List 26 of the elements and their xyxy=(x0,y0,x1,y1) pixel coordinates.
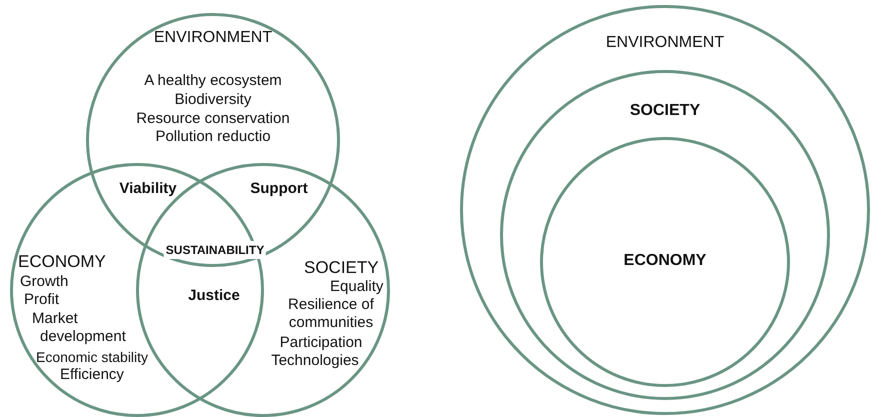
circle xyxy=(460,5,870,415)
list-item: Efficiency xyxy=(60,366,124,384)
list-item: A healthy ecosystem xyxy=(144,72,282,90)
list-item: Equality xyxy=(330,278,384,296)
circle xyxy=(500,70,830,400)
overlap-label: Support xyxy=(250,180,308,198)
overlap-label: SUSTAINABILITY xyxy=(164,241,266,259)
list-item: Technologies xyxy=(271,352,359,370)
list-item: Pollution reductio xyxy=(155,128,271,146)
overlap-label: Viability xyxy=(119,180,177,198)
overlap-label: Justice xyxy=(188,287,240,305)
heading: ECONOMY xyxy=(624,252,706,270)
circle xyxy=(540,137,790,387)
heading: ENVIRONMENT xyxy=(154,29,272,47)
heading: ECONOMY xyxy=(18,253,106,271)
list-item: Participation xyxy=(280,334,362,352)
heading: SOCIETY xyxy=(630,102,700,120)
list-item: Market development xyxy=(32,310,127,346)
heading: SOCIETY xyxy=(304,259,379,277)
heading: ENVIRONMENT xyxy=(606,34,724,52)
list-item: Resilience of communities xyxy=(287,296,375,332)
list-item: Profit xyxy=(24,291,60,309)
list-item: Biodiversity xyxy=(174,91,252,109)
list-item: Growth xyxy=(20,273,68,291)
list-item: Resource conservation xyxy=(136,110,290,128)
list-item: Economic stability xyxy=(36,348,148,366)
